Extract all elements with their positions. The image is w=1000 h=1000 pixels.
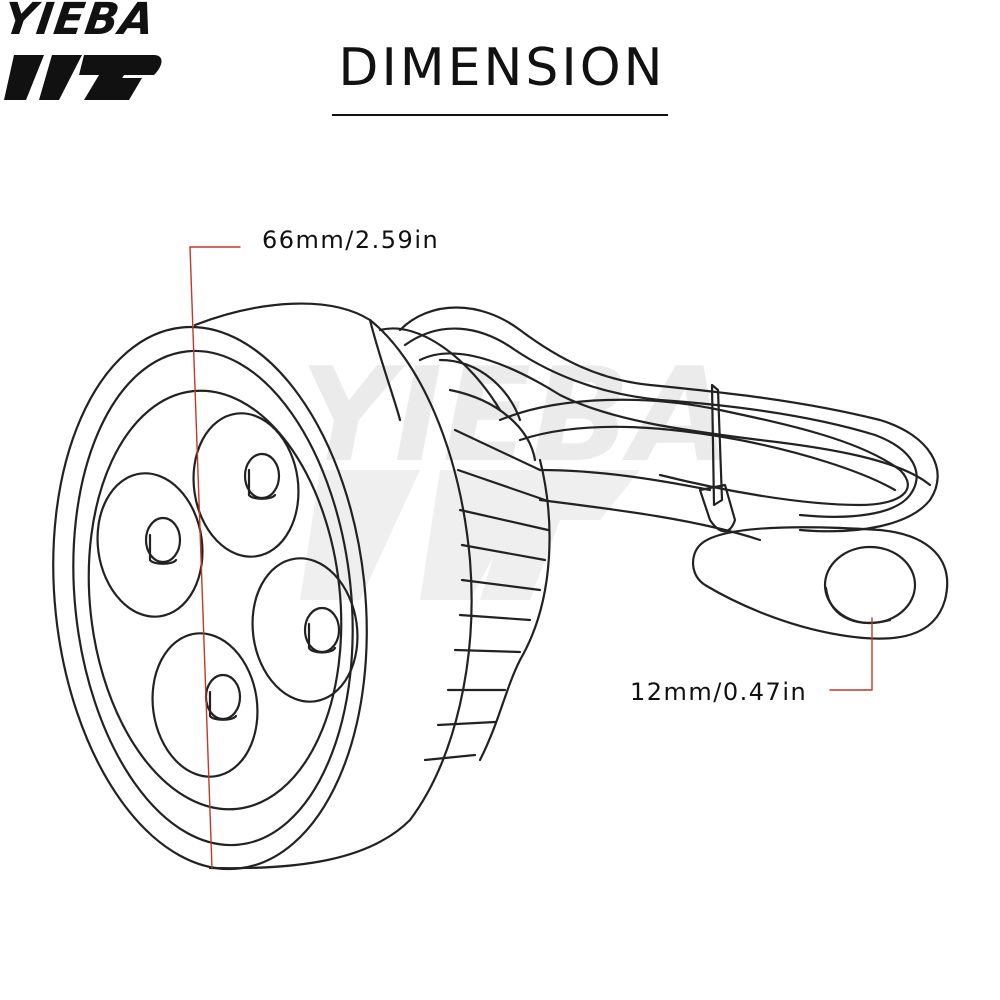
diameter-label: 66mm/2.59in xyxy=(262,226,440,254)
led-right xyxy=(251,557,359,703)
switch-size-label: 12mm/0.47in xyxy=(630,678,808,706)
led-reflectors xyxy=(96,412,359,778)
lens-ring xyxy=(87,389,343,811)
brand-logo: YIEBA xyxy=(0,0,164,110)
diameter-line xyxy=(189,246,213,869)
switch-leader xyxy=(829,617,873,691)
dimension-lines xyxy=(189,246,873,869)
lamp-housing xyxy=(52,302,473,871)
wire-harness xyxy=(398,306,939,542)
page-title: DIMENSION xyxy=(338,38,666,98)
outer-bezel xyxy=(52,325,368,871)
title-underline xyxy=(332,114,668,116)
switch-button xyxy=(823,545,917,625)
brand-mark-icon xyxy=(4,55,162,100)
led-bottom xyxy=(151,632,259,778)
switch-housing xyxy=(692,526,949,640)
heat-sink-fins xyxy=(378,327,551,762)
led-chip-left xyxy=(144,516,182,564)
inner-bezel xyxy=(72,349,354,847)
cable-tie xyxy=(710,383,724,507)
led-top xyxy=(192,412,300,558)
led-left xyxy=(96,472,204,618)
